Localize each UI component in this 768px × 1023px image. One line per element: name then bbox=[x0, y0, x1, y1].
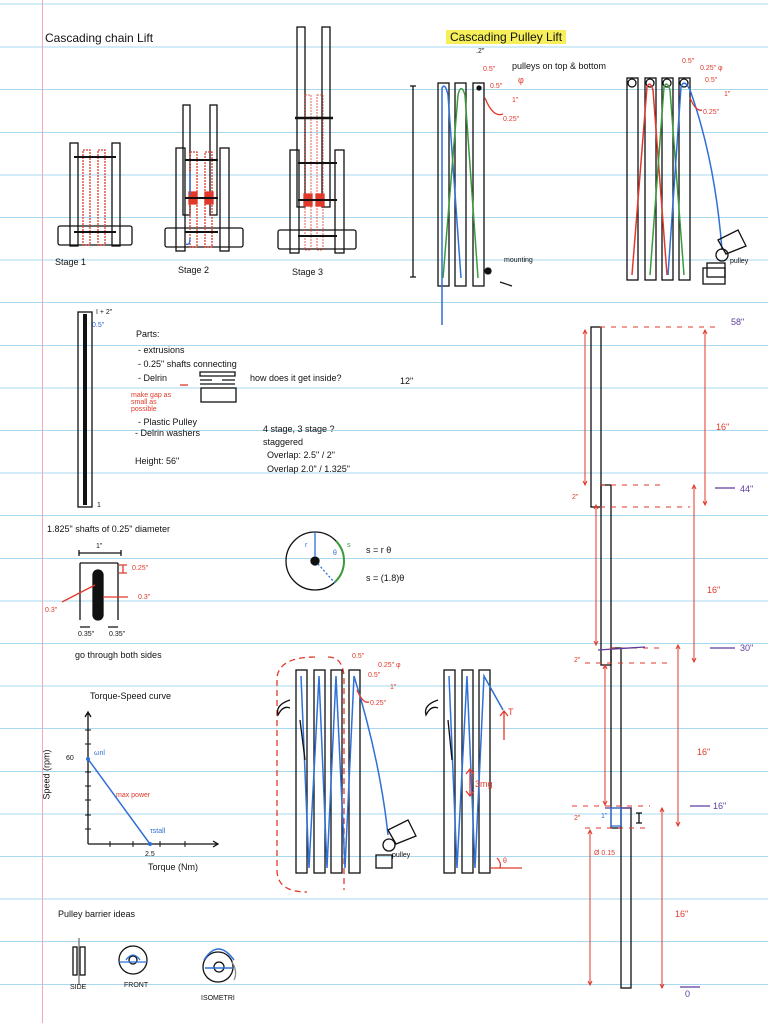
parts-item: - Delrin bbox=[138, 373, 168, 383]
pulley-label: pulley bbox=[730, 258, 749, 265]
height-mark: 16" bbox=[713, 801, 727, 811]
theta-label: θ bbox=[333, 550, 337, 557]
pulley-lift-diagram-d bbox=[424, 669, 522, 874]
overlap-label: 2" bbox=[572, 494, 579, 501]
extrusion-sketch bbox=[77, 311, 93, 508]
front-view-label: FRONT bbox=[124, 982, 149, 989]
shaft-bottom-left: 0.35" bbox=[78, 631, 95, 638]
shaft-width: 1" bbox=[96, 543, 103, 550]
extrusion-bottom-label: 1 bbox=[97, 502, 101, 509]
shaft-left-dim: 0.3" bbox=[45, 607, 58, 614]
overlap-1: Overlap: 2.5" / 2" bbox=[267, 450, 335, 460]
span-label: 16" bbox=[697, 747, 711, 757]
pulley-lift-diagram-b bbox=[626, 77, 747, 285]
pulley-lift-title: Cascading Pulley Lift bbox=[446, 30, 567, 44]
gap-label: .2" bbox=[476, 48, 485, 55]
span-label: 16" bbox=[716, 422, 730, 432]
parts-item: - Delrin washers bbox=[135, 428, 201, 438]
mounting-label: mounting bbox=[504, 257, 533, 264]
shaft-top-dim: 0.25" bbox=[132, 565, 149, 572]
staggered-note: staggered bbox=[263, 437, 304, 447]
dim-label: 0.25" bbox=[503, 116, 520, 123]
stage-question: 4 stage, 3 stage ? bbox=[263, 424, 335, 434]
pulleys-note: pulleys on top & bottom bbox=[512, 61, 607, 71]
height-column-diagram bbox=[572, 326, 735, 990]
stage-3-label: Stage 3 bbox=[292, 267, 324, 277]
one-inch-label: 1" bbox=[601, 813, 608, 820]
overlap-label: 2" bbox=[574, 657, 581, 664]
parts-item: - extrusions bbox=[138, 345, 185, 355]
stall-torque-label: τstall bbox=[150, 828, 166, 835]
stage-2-label: Stage 2 bbox=[178, 265, 210, 275]
y-value-label: 60 bbox=[66, 755, 74, 762]
delrin-question: how does it get inside? bbox=[250, 373, 342, 383]
chart-title: Torque-Speed curve bbox=[90, 691, 172, 701]
pulley-label: pulley bbox=[392, 852, 411, 859]
side-view-label: SIDE bbox=[70, 984, 87, 991]
x-value-label: 2.5 bbox=[145, 851, 155, 858]
dim-label: 0.25" bbox=[703, 109, 720, 116]
stage-1-label: Stage 1 bbox=[55, 257, 87, 267]
overlap-label: 2" bbox=[574, 815, 581, 822]
chain-lift-title: Cascading chain Lift bbox=[45, 31, 154, 45]
overlap-2: Overlap 2.0" / 1.325" bbox=[267, 464, 350, 474]
dim-label: 1" bbox=[724, 91, 731, 98]
shaft-block-sketch bbox=[61, 550, 128, 628]
pulley-lift-diagram-c bbox=[276, 656, 417, 893]
load-label: 3mg bbox=[475, 779, 493, 789]
pulley-lift-diagram-a bbox=[410, 82, 513, 325]
parts-item: - Plastic Pulley bbox=[138, 417, 198, 427]
extrusion-blue-label: 0.5" bbox=[92, 322, 105, 329]
parts-item: - 0.25" shafts connecting bbox=[138, 359, 237, 369]
dim-label: 0.5" bbox=[352, 653, 365, 660]
dim-label: 0.5" bbox=[483, 66, 496, 73]
radius-label: r bbox=[305, 542, 308, 549]
chain-lift-stage-2 bbox=[164, 104, 244, 252]
dim-label: 0.5" bbox=[490, 83, 503, 90]
shaft-bottom-right: 0.35" bbox=[109, 631, 126, 638]
delrin-note: make gap as small as possible bbox=[131, 392, 172, 413]
span-label: 16" bbox=[675, 909, 689, 919]
isometric-view-label: ISOMETRI bbox=[201, 995, 235, 1002]
pulley-barrier-sketches bbox=[72, 938, 237, 985]
height-note: Height: 56" bbox=[135, 456, 180, 466]
max-power-label: max power bbox=[116, 792, 151, 799]
height-mark: 0 bbox=[685, 989, 691, 999]
dim-label: 0.5" bbox=[368, 672, 381, 679]
parts-heading: Parts: bbox=[136, 329, 160, 339]
barrier-title: Pulley barrier ideas bbox=[58, 909, 136, 919]
margin-line bbox=[42, 0, 43, 1023]
angle-label: θ bbox=[503, 858, 507, 865]
arc-s-label: s bbox=[347, 542, 351, 549]
height-mark: 44" bbox=[740, 484, 754, 494]
dim-label: 1" bbox=[390, 684, 397, 691]
arc-equation-1: s = r θ bbox=[366, 545, 392, 555]
chain-lift-stage-1 bbox=[57, 142, 133, 247]
torque-speed-chart bbox=[84, 710, 220, 848]
dim-label: 0.5" bbox=[682, 58, 695, 65]
tension-label: T bbox=[508, 707, 514, 717]
no-load-speed-label: ωnl bbox=[94, 750, 105, 757]
dim-label: 0.25" bbox=[370, 700, 387, 707]
chart-y-label: Speed (rpm) bbox=[41, 749, 52, 800]
hole-label: Ø 0.15 bbox=[594, 850, 616, 857]
height-mark: 30" bbox=[740, 643, 754, 653]
twelve-inch-label: 12" bbox=[400, 376, 414, 386]
dim-label: 0.25" φ bbox=[700, 65, 723, 72]
shaft-note: go through both sides bbox=[75, 650, 162, 660]
arc-length-sketch bbox=[285, 531, 345, 591]
dim-label: φ bbox=[518, 75, 524, 85]
extrusion-top-label: I + 2" bbox=[96, 309, 113, 316]
chain-lift-stage-3 bbox=[277, 26, 357, 254]
dim-label: 0.25" φ bbox=[378, 662, 401, 669]
dim-label: 1" bbox=[512, 97, 519, 104]
dim-label: 0.5" bbox=[705, 77, 718, 84]
shaft-title: 1.825" shafts of 0.25" diameter bbox=[47, 524, 170, 534]
arc-equation-2: s = (1.8)θ bbox=[366, 573, 405, 583]
shaft-right-dim: 0.3" bbox=[138, 594, 151, 601]
height-mark: 58" bbox=[731, 317, 745, 327]
chart-x-label: Torque (Nm) bbox=[148, 862, 199, 872]
span-label: 16" bbox=[707, 585, 721, 595]
delrin-sketch bbox=[180, 371, 237, 403]
